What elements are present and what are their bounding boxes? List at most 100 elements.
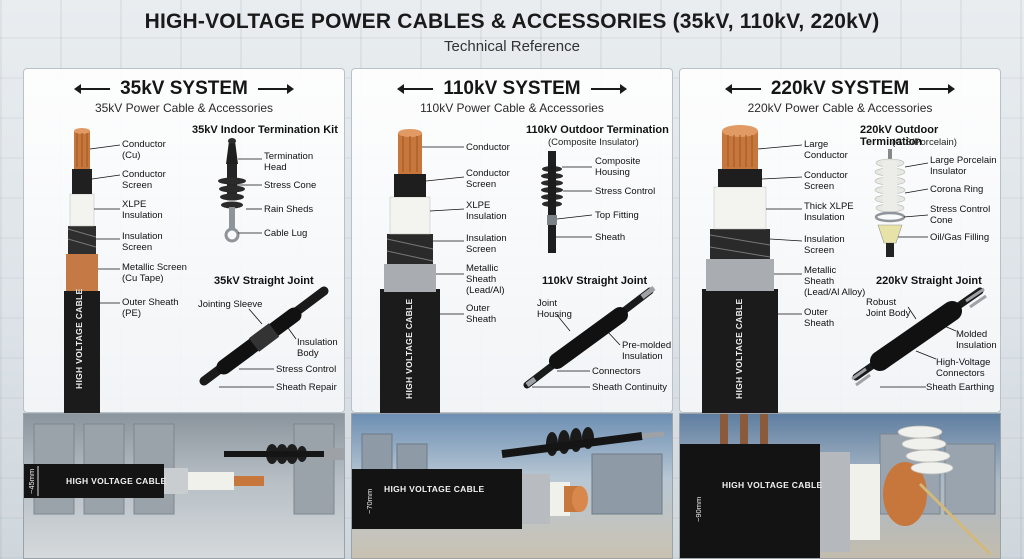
metallic-sheath-shape — [706, 259, 774, 291]
joint-title: 220kV Straight Joint — [876, 275, 982, 287]
label-insulation-screen: Insulation Screen — [804, 234, 845, 256]
conductor-screen-shape — [718, 169, 762, 187]
label-cable-lug: Cable Lug — [264, 228, 308, 239]
system-title-row: 110kV SYSTEM — [352, 77, 672, 101]
xlpe-shape — [69, 193, 95, 227]
label-insulation-body: Insulation Body — [297, 337, 338, 359]
label-conductor-screen: Conductor Screen — [122, 169, 166, 191]
system-title: 220kV SYSTEM — [770, 78, 910, 99]
label-stress-control: Stress Control — [595, 186, 656, 197]
right-arrow-icon — [257, 84, 294, 94]
copper-tape-shape — [66, 254, 98, 291]
label-metallic-sheath: Metallic Sheath (Lead/Al) — [466, 263, 505, 296]
photo-220kv-cable: HIGH VOLTAGE CABLE ~90mm — [679, 413, 1001, 559]
photo-diameter-label: ~90mm — [694, 496, 703, 522]
label-termination-head: Termination Head — [264, 151, 314, 173]
label-conductor-screen: Conductor Screen — [466, 168, 510, 190]
label-conductor: Conductor — [466, 142, 510, 153]
right-arrow-icon — [590, 84, 627, 94]
label-outer-sheath: Outer Sheath — [466, 303, 497, 325]
label-connectors: Connectors — [592, 366, 641, 377]
system-subtitle: 220kV Power Cable & Accessories — [747, 101, 933, 115]
cable-cross-section-diagram — [64, 128, 329, 414]
termination-title: 110kV Outdoor Termination — [526, 124, 669, 136]
conductor-screen-shape — [394, 174, 426, 197]
label-large-conductor: Large Conductor — [804, 139, 848, 161]
label-jointing-sleeve: Jointing Sleeve — [198, 299, 263, 310]
joint-title: 35kV Straight Joint — [214, 275, 314, 287]
label-composite-housing: Composite Housing — [595, 156, 641, 178]
cable-print-text: HIGH VOLTAGE CABLE — [404, 298, 414, 399]
xlpe-shape — [713, 186, 767, 230]
panel-110kv: 110kV SYSTEM 110kV Power Cable & Accesso… — [351, 68, 673, 414]
label-metallic-sheath: Metallic Sheath (Lead/Al Alloy) — [804, 265, 866, 298]
cable-print-text: HIGH VOLTAGE CABLE — [734, 298, 744, 399]
photo-cable-text: HIGH VOLTAGE CABLE — [66, 476, 167, 486]
label-outer-sheath: Outer Sheath (PE) — [122, 297, 179, 319]
outer-sheath-shape — [702, 289, 778, 414]
label-pre-molded-insulation: Pre-molded Insulation — [622, 340, 672, 362]
label-metallic-screen: Metallic Screen (Cu Tape) — [122, 262, 187, 284]
system-title-row: 35kV SYSTEM — [24, 77, 344, 101]
termination-title: 35kV Indoor Termination Kit — [192, 124, 338, 136]
label-outer-sheath: Outer Sheath — [804, 307, 835, 329]
photo-diameter-label: ~70mm — [365, 488, 374, 514]
label-corona-ring: Corona Ring — [930, 184, 984, 195]
label-sheath: Sheath — [595, 232, 626, 243]
label-stress-cone: Stress Cone — [264, 180, 317, 191]
photo-110kv-cable: HIGH VOLTAGE CABLE ~70mm — [351, 413, 673, 559]
photo-cable-text: HIGH VOLTAGE CABLE — [384, 484, 485, 494]
page-subtitle: Technical Reference — [444, 38, 580, 55]
metallic-sheath-shape — [384, 264, 436, 292]
label-high-voltage-connectors: High-Voltage Connectors — [936, 357, 991, 379]
label-joint-housing: Joint Housing — [537, 298, 572, 320]
label-oil-gas-filling: Oil/Gas Filling — [930, 232, 990, 243]
label-thick-xlpe-insulation: Thick XLPE Insulation — [804, 201, 854, 223]
cable-cross-section-diagram — [702, 125, 987, 414]
cable-sheath-shape — [352, 469, 522, 529]
cable-print-text: HIGH VOLTAGE CABLE — [74, 288, 84, 389]
label-sheath-repair: Sheath Repair — [276, 382, 337, 393]
label-rain-sheds: Rain Sheds — [264, 204, 314, 215]
photo-35kv-cable: HIGH VOLTAGE CABLE ~45mm — [23, 413, 345, 559]
label-stress-control: Stress Control — [276, 364, 337, 375]
photo-diameter-label: ~45mm — [27, 468, 36, 494]
label-conductor: Conductor (Cu) — [122, 139, 166, 161]
label-molded-insulation: Molded Insulation — [956, 329, 997, 351]
label-top-fitting: Top Fitting — [595, 210, 639, 221]
header: HIGH-VOLTAGE POWER CABLES & ACCESSORIES … — [0, 10, 1024, 55]
cable-cross-section-diagram — [380, 129, 656, 414]
page-title: HIGH-VOLTAGE POWER CABLES & ACCESSORIES … — [144, 10, 880, 33]
panel-220kv: 220kV SYSTEM 220kV Power Cable & Accesso… — [679, 68, 1001, 414]
label-large-porcelain-insulator: Large Porcelain Insulator — [930, 155, 997, 177]
label-insulation-screen: Insulation Screen — [122, 231, 163, 253]
system-title: 35kV SYSTEM — [120, 78, 248, 99]
photo-cable-text: HIGH VOLTAGE CABLE — [722, 480, 823, 490]
label-insulation-screen: Insulation Screen — [466, 233, 507, 255]
cable-sheath-shape — [680, 444, 820, 558]
label-xlpe-insulation: XLPE Insulation — [466, 200, 507, 222]
panel-35kv: 35kV SYSTEM 35kV Power Cable & Accessori… — [23, 68, 345, 414]
outer-sheath-shape — [380, 289, 440, 414]
label-xlpe-insulation: XLPE Insulation — [122, 199, 163, 221]
system-title-row: 220kV SYSTEM — [680, 77, 1000, 101]
left-arrow-icon — [74, 84, 111, 94]
cable-sheath-shape — [24, 464, 164, 498]
label-sheath-continuity: Sheath Continuity — [592, 382, 667, 393]
left-arrow-icon — [397, 84, 434, 94]
system-subtitle: 35kV Power Cable & Accessories — [94, 101, 274, 115]
label-stress-control-cone: Stress Control Cone — [930, 204, 991, 226]
right-arrow-icon — [919, 84, 956, 94]
conductor-screen-shape — [72, 169, 92, 194]
label-conductor-screen: Conductor Screen — [804, 170, 848, 192]
label-sheath-earthing: Sheath Earthing — [926, 382, 995, 393]
termination-subtitle: (GIS/Porcelain) — [892, 137, 957, 148]
termination-title: 220kV Outdoor Termination — [860, 124, 939, 148]
termination-subtitle: (Composite Insulator) — [548, 137, 639, 148]
insulation-screen-shape — [710, 229, 770, 259]
xlpe-shape — [389, 196, 431, 235]
label-robust-joint-body: Robust Joint Body — [866, 297, 911, 319]
system-title: 110kV SYSTEM — [443, 78, 581, 99]
system-subtitle: 110kV Power Cable & Accessories — [420, 101, 604, 115]
outer-sheath-shape — [64, 291, 100, 414]
